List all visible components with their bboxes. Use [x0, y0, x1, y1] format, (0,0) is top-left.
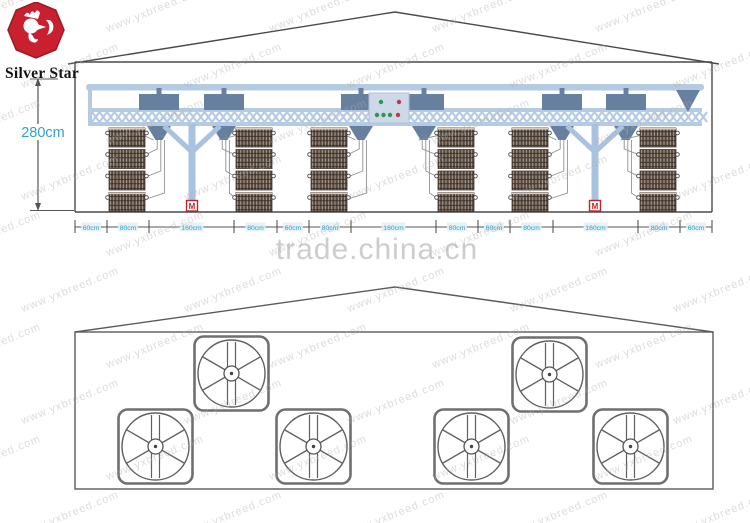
brand-logo: Silver Star: [2, 1, 82, 83]
motor-label: M: [189, 202, 196, 211]
height-dimension: 280cm: [19, 78, 74, 211]
feed-drop-tubes: [620, 134, 643, 201]
gable-roof-line: [74, 286, 714, 333]
motor-box: [185, 199, 199, 212]
roof-line: [67, 11, 720, 65]
feed-drop-tubes: [344, 134, 367, 201]
width-dimensions: 60cm 80cm 160cm 80cm 60cm 80cm 160cm 80cm 60cm 80…: [74, 220, 713, 233]
dimension-label: 80cm: [120, 225, 137, 232]
exhaust-fans: [117, 335, 669, 485]
indicator-light-green: [387, 112, 393, 118]
exhaust-fan: [193, 335, 270, 412]
dimension-label: 60cm: [285, 225, 302, 232]
support-column: M: [162, 124, 222, 212]
feed-drop-tubes: [218, 134, 239, 201]
dimension-label: 80cm: [322, 225, 339, 232]
truss-bottom-chord: [88, 122, 702, 126]
side-walls: [74, 62, 713, 212]
feed-hopper-unit: [404, 88, 444, 140]
indicator-light-green: [378, 99, 384, 105]
brand-name: Silver Star: [4, 65, 80, 82]
cage-tower: [105, 127, 149, 212]
dimension-label: 80cm: [651, 225, 668, 232]
cage-tower: [232, 127, 276, 212]
dimension-label: 60cm: [486, 225, 503, 232]
feed-drop-tubes: [142, 134, 165, 201]
feed-drop-tubes: [545, 134, 568, 201]
end-wall: [74, 331, 714, 490]
dimension-label: 160cm: [585, 225, 606, 232]
dimension-label: 60cm: [83, 225, 100, 232]
support-column: M: [565, 124, 625, 212]
motor-box: [588, 199, 602, 212]
cage-tower: [508, 127, 552, 212]
feed-drop-tubes: [418, 134, 441, 201]
dimension-label: 80cm: [247, 225, 264, 232]
top-building-outline: [67, 11, 720, 213]
conveyor-rail: [86, 84, 704, 91]
cage-tower: [434, 127, 478, 212]
indicator-light-red: [396, 99, 402, 105]
cage-tower: [636, 127, 680, 212]
indicator-light-green: [381, 112, 386, 118]
dimension-label: 160cm: [383, 225, 404, 232]
height-label: 280cm: [21, 125, 65, 141]
exhaust-fan: [117, 408, 194, 485]
dimension-label: 80cm: [449, 225, 466, 232]
feed-inlet-hopper-icon: [676, 90, 700, 112]
cage-tower: [307, 127, 351, 212]
indicator-light-green: [374, 112, 380, 118]
feed-conveyor-truss: [86, 84, 708, 126]
exhaust-fan: [433, 408, 510, 485]
dimension-label: 80cm: [523, 225, 540, 232]
feed-tubes: [142, 134, 643, 201]
indicator-light-red: [395, 112, 401, 118]
rooster-logo-icon: [7, 1, 65, 59]
exhaust-fan: [275, 408, 352, 485]
control-panel: [368, 92, 410, 124]
exhaust-fan: [592, 408, 669, 485]
motor-label: M: [592, 202, 599, 211]
end-wall-outline: [74, 286, 714, 490]
dimension-label: 160cm: [181, 225, 202, 232]
dimension-label: 60cm: [688, 225, 705, 232]
exhaust-fan: [511, 336, 588, 413]
